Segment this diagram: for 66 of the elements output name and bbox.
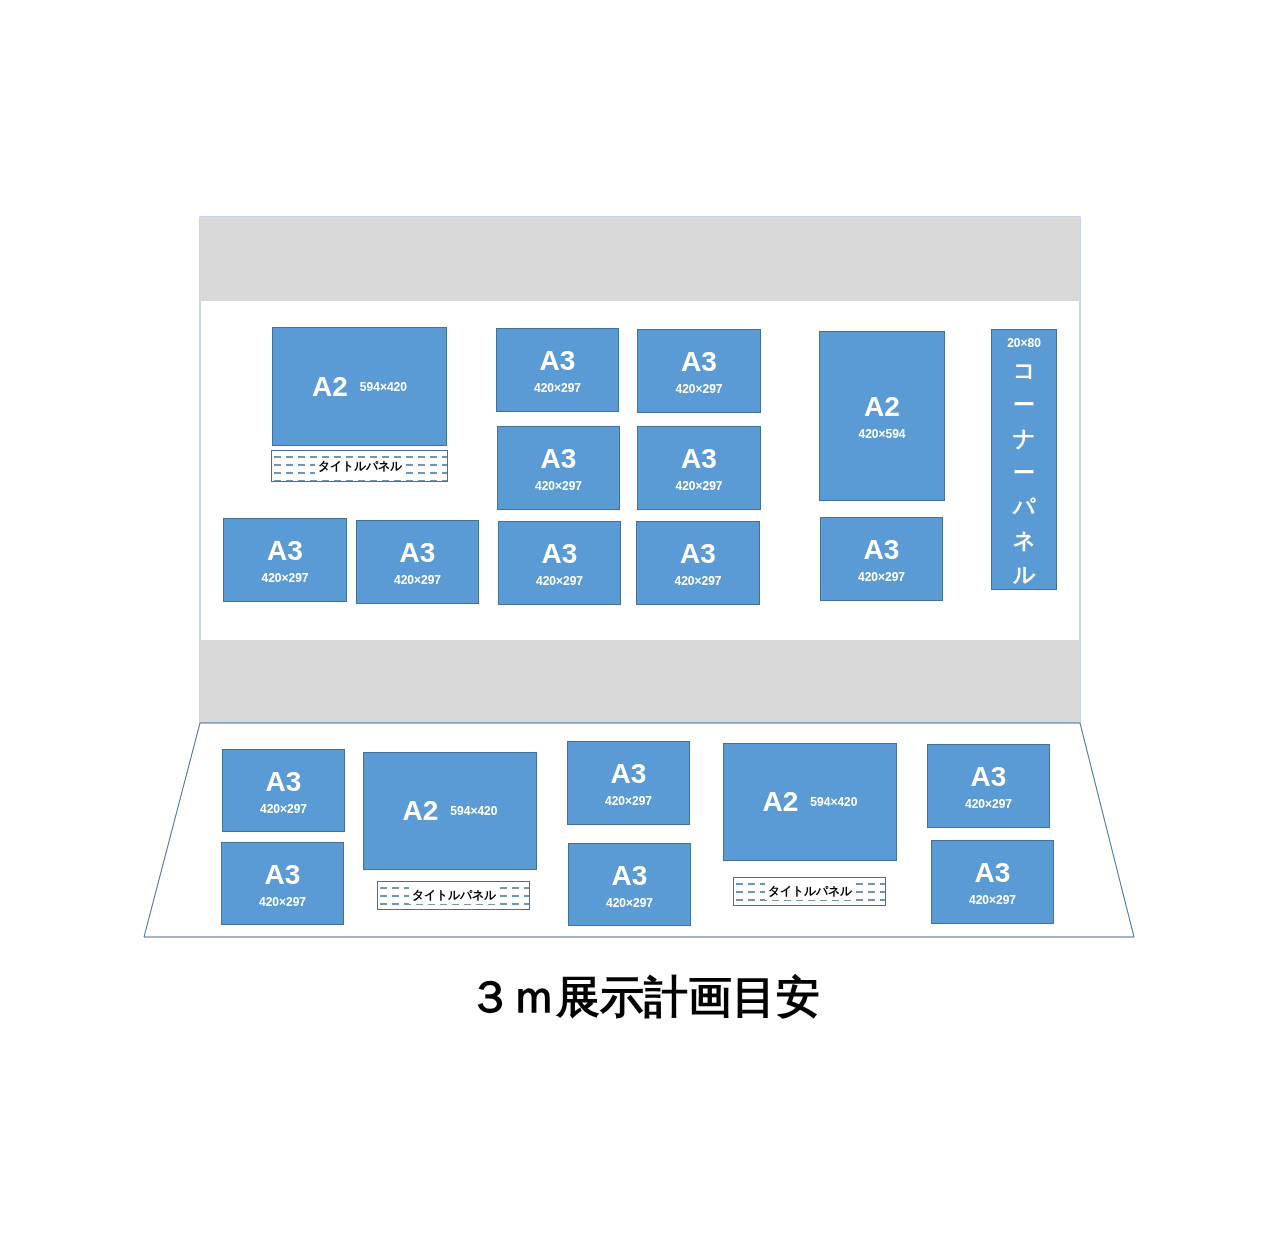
poster-panel — [363, 752, 537, 870]
poster-panel — [272, 327, 447, 446]
dimension-label: 420×297 — [964, 797, 1013, 811]
dimension-label: 594×420 — [359, 379, 407, 394]
size-label: A3 — [540, 443, 577, 475]
poster-panel — [991, 329, 1057, 590]
dimension-label: 420×297 — [675, 382, 723, 396]
size-label: A3 — [681, 346, 717, 378]
poster-panel — [568, 843, 691, 926]
size-label: A3 — [539, 345, 576, 377]
caption: ３ｍ展示計画目安 — [467, 970, 821, 1024]
size-label: A3 — [610, 758, 647, 790]
size-label: A3 — [264, 858, 301, 891]
dimension-label: 420×297 — [261, 571, 309, 585]
size-label: A3 — [399, 537, 436, 569]
dimension-label: 420×297 — [605, 895, 654, 910]
panel-name: タイトルパネル — [764, 883, 855, 900]
size-label: A3 — [863, 534, 900, 566]
dimension-label: 420×297 — [259, 801, 308, 816]
poster-panel — [931, 840, 1054, 924]
size-label: A3 — [611, 859, 648, 892]
dimension-label: 420×297 — [533, 381, 582, 395]
panel-name: タイトルパネル — [408, 887, 499, 904]
dimension-label: 420×297 — [535, 574, 584, 588]
poster-panel — [636, 521, 760, 605]
poster-panel — [567, 741, 690, 825]
dimension-label: 420×297 — [258, 894, 307, 909]
size-label: A3 — [265, 765, 302, 798]
size-label: A3 — [541, 538, 578, 570]
size-label: A2 — [762, 786, 799, 818]
poster-panel — [637, 329, 761, 413]
poster-panel — [723, 743, 897, 861]
dimension-label: 20×80 — [1007, 336, 1041, 350]
size-label: A3 — [680, 538, 716, 570]
size-label: A2 — [312, 370, 348, 403]
size-label: A3 — [974, 857, 1011, 889]
poster-panel — [927, 744, 1050, 828]
dimension-label: 420×297 — [604, 794, 653, 808]
dimension-label: 594×420 — [450, 804, 498, 818]
dimension-label: 420×594 — [858, 427, 906, 441]
dimension-label: 420×297 — [968, 893, 1017, 907]
panel-name: コーナーパネル — [1012, 357, 1036, 589]
dimension-label: 420×297 — [674, 574, 722, 588]
poster-panel — [223, 518, 347, 602]
poster-panel — [497, 426, 620, 510]
size-label: A2 — [402, 795, 439, 827]
title-panel — [377, 881, 530, 910]
size-label: A2 — [864, 391, 900, 423]
size-label: A3 — [267, 535, 303, 567]
dimension-label: 420×297 — [857, 570, 906, 584]
size-label: A3 — [970, 761, 1007, 793]
poster-panel — [820, 517, 943, 601]
poster-panel — [356, 520, 479, 604]
poster-panel — [498, 521, 621, 605]
dimension-label: 420×297 — [393, 573, 442, 587]
title-panel — [733, 877, 886, 906]
poster-panel — [496, 328, 619, 412]
poster-panel — [819, 331, 945, 501]
poster-panel — [221, 842, 344, 925]
dimension-label: 594×420 — [810, 795, 858, 809]
size-label: A3 — [681, 443, 717, 475]
title-panel — [271, 450, 448, 482]
poster-panel — [637, 426, 761, 510]
dimension-label: 420×297 — [534, 479, 583, 493]
poster-panel — [222, 749, 345, 832]
dimension-label: 420×297 — [675, 479, 723, 493]
